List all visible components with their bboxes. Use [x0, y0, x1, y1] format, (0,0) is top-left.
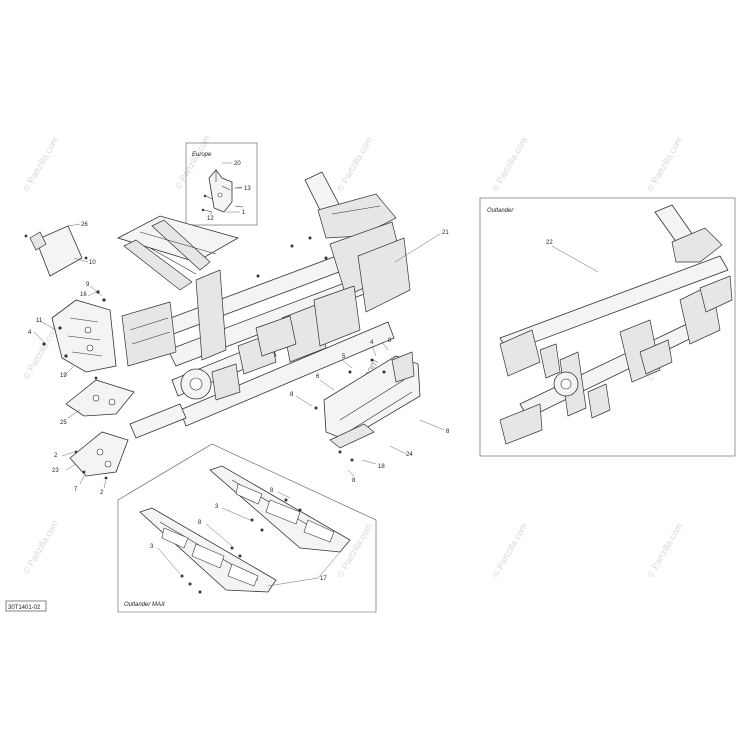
callout-1: 1 [242, 210, 246, 216]
europe-label: Europe [192, 152, 212, 158]
callout-8: 8 [446, 429, 450, 435]
watermark-text: © Partzilla.com [490, 135, 529, 193]
watermark-text: © Partzilla.com [335, 135, 374, 193]
callout-2: 2 [100, 490, 104, 496]
callout-4: 4 [370, 340, 374, 346]
callout-17: 17 [320, 576, 327, 582]
callout-7: 7 [74, 487, 78, 493]
callout-11: 11 [36, 318, 43, 324]
callout-24: 24 [406, 452, 413, 458]
callout-13: 13 [244, 186, 251, 192]
callout-23: 23 [52, 468, 59, 474]
drawing-code: 30T1401-02 [5, 600, 47, 612]
callout-5: 5 [342, 354, 346, 360]
callout-8: 8 [388, 338, 392, 344]
callout-12: 12 [207, 216, 214, 222]
callout-3: 3 [215, 504, 219, 510]
callout-9: 9 [86, 282, 90, 288]
callout-8: 8 [290, 392, 294, 398]
outlander-max-inset: Outlander MAX 8 3 8 3 17 [117, 443, 377, 613]
callout-25: 25 [60, 420, 67, 426]
outlander-inset: Outlander 22 [479, 197, 736, 457]
watermark-text: © Partzilla.com [645, 135, 684, 193]
drawing-code-text: 30T1401-02 [8, 605, 41, 611]
watermark-text: © Partzilla.com [173, 133, 212, 191]
callout-16: 16 [80, 292, 87, 298]
callout-8: 8 [270, 488, 274, 494]
center-right-parts: 8 5 4 6 8 18 24 8 8 [290, 338, 450, 484]
watermark-text: © Partzilla.com [21, 323, 60, 381]
callout-19: 19 [60, 373, 67, 379]
callout-22: 22 [546, 240, 553, 246]
callout-21: 21 [442, 230, 449, 236]
watermark-text: © Partzilla.com [21, 135, 60, 193]
callout-4: 4 [28, 330, 32, 336]
outlander-max-label: Outlander MAX [124, 602, 166, 608]
watermark-text: © Partzilla.com [645, 521, 684, 579]
main-frame: 21 [116, 171, 449, 439]
callout-6: 6 [316, 374, 320, 380]
europe-inset: Europe 20 13 1 12 [185, 142, 258, 226]
callout-8: 8 [198, 520, 202, 526]
left-parts: 26 10 16 9 11 4 19 25 [24, 222, 135, 496]
callout-20: 20 [234, 161, 241, 167]
callout-8: 8 [352, 478, 356, 484]
outlander-label: Outlander [487, 208, 514, 214]
callout-3: 3 [150, 544, 154, 550]
callout-26: 26 [81, 222, 88, 228]
callout-10: 10 [89, 260, 96, 266]
callout-18: 18 [378, 464, 385, 470]
watermark-text: © Partzilla.com [490, 521, 529, 579]
watermark-text: © Partzilla.com [21, 518, 60, 576]
callout-2: 2 [54, 453, 58, 459]
